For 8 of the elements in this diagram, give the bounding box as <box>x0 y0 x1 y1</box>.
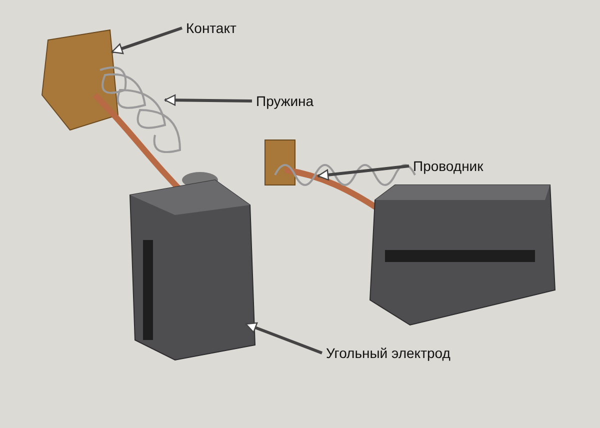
part-label: Проводник <box>413 156 484 176</box>
part-label: Угольный электрод <box>326 343 450 363</box>
leader-arrow <box>164 94 252 106</box>
leader-arrow <box>111 26 182 54</box>
leader-arrow <box>245 322 323 354</box>
leader-arrow <box>317 164 410 180</box>
part-label: Контакт <box>186 18 236 38</box>
part-label: Пружина <box>256 91 314 111</box>
